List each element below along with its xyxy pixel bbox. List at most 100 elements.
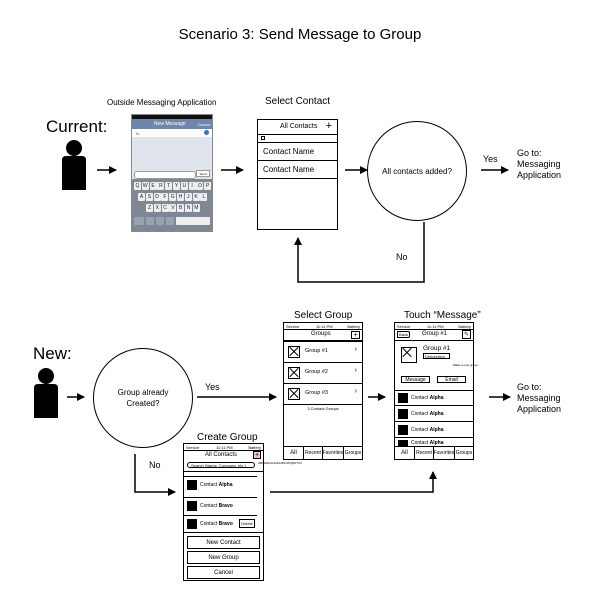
contact-name: Contact Name — [263, 147, 315, 156]
key-b[interactable]: B — [177, 204, 185, 212]
current-label: Current: — [46, 117, 108, 136]
cancel-button[interactable]: Cancel — [187, 566, 260, 579]
tab-favorites[interactable]: Favorites — [433, 447, 454, 459]
status-service: Service — [186, 445, 200, 450]
new-contact-button[interactable]: New Contact — [187, 536, 260, 549]
key-s[interactable]: S — [145, 193, 153, 201]
contact-row-3[interactable]: Contact Alpha — [395, 421, 473, 437]
contact-row-2[interactable]: Contact Bravo — [184, 497, 257, 513]
group-row-3[interactable]: Group #3 › — [284, 383, 362, 404]
contact-prefix: Contact — [411, 395, 429, 401]
phone-send-button[interactable]: Send — [196, 170, 210, 177]
divider — [284, 446, 362, 447]
email-button[interactable]: Email — [437, 376, 466, 383]
message-button[interactable]: Message — [401, 376, 430, 383]
phone-status-bar — [132, 115, 212, 119]
key-e[interactable]: E — [149, 182, 157, 190]
phone-to-field[interactable]: To: — [132, 129, 212, 137]
search-placeholder: Search (Name, Company, etc.) — [191, 463, 246, 468]
phone-message-input[interactable] — [134, 171, 196, 179]
new-group-button[interactable]: New Group — [187, 551, 260, 564]
group-row-2[interactable]: Group #2 › — [284, 362, 362, 383]
decision-all-contacts-added: All contacts added? — [367, 121, 467, 221]
tab-groups[interactable]: Groups — [454, 447, 473, 459]
tab-all[interactable]: All — [290, 450, 297, 456]
key-m[interactable]: M — [192, 204, 200, 212]
key-z[interactable]: Z — [146, 204, 153, 212]
add-group-button[interactable]: + — [351, 331, 360, 339]
key-w[interactable]: W — [141, 182, 149, 190]
key-space[interactable] — [176, 217, 210, 225]
key-r[interactable]: R — [157, 182, 165, 190]
key-u[interactable]: U — [180, 182, 188, 190]
divider — [258, 134, 337, 135]
key-h[interactable]: H — [177, 193, 184, 201]
status-battery: Battery — [458, 324, 471, 329]
yes-label: Yes — [205, 382, 220, 392]
phone-nav-bar: New Message Cancel — [132, 119, 212, 129]
contact-prefix: Contact — [200, 503, 218, 509]
contact-row-2[interactable]: Contact Name — [258, 160, 337, 179]
key-n[interactable]: N — [185, 204, 192, 212]
contact-row-1[interactable]: Contact Name — [258, 142, 337, 161]
contact-row-1[interactable]: Contact Alpha — [184, 476, 257, 492]
contact-name: Contact Name — [263, 165, 315, 174]
key-v[interactable]: V — [169, 204, 177, 212]
all-contacts-header: All Contacts — [205, 452, 238, 458]
key-c[interactable]: C — [161, 204, 169, 212]
key-g[interactable]: G — [169, 193, 177, 201]
add-contact-icon[interactable] — [204, 130, 209, 135]
key-j[interactable]: J — [184, 193, 192, 201]
group-row-1[interactable]: Group #1 › — [284, 341, 362, 362]
select-contact-screen: All Contacts + Contact Name Contact Name — [257, 119, 338, 230]
key-function[interactable] — [166, 217, 174, 225]
key-d[interactable]: D — [153, 193, 161, 201]
edit-pencil-icon[interactable]: ✎ — [462, 330, 471, 339]
tab-all[interactable]: All — [401, 450, 408, 456]
key-k[interactable]: K — [192, 193, 200, 201]
contact-label: Contact Bravo — [200, 521, 233, 527]
groups-header: Groups — [311, 331, 331, 337]
key-y[interactable]: Y — [173, 182, 180, 190]
key-f[interactable]: F — [161, 193, 169, 201]
delete-button[interactable]: Delete — [239, 519, 255, 528]
key-t[interactable]: T — [165, 182, 173, 190]
key-q[interactable]: Q — [134, 182, 141, 190]
back-button[interactable]: Back — [397, 331, 410, 338]
add-contact-plus-icon[interactable]: + — [325, 120, 332, 132]
alphabet-index[interactable]: ABCDEFGHIJKLMNOPQRSTUV — [258, 461, 303, 465]
avatar — [398, 409, 408, 419]
tab-favorites[interactable]: Favorites — [322, 447, 343, 459]
search-icon[interactable] — [261, 136, 265, 140]
contact-label: Contact Alpha — [411, 440, 444, 446]
tab-groups[interactable]: Groups — [343, 447, 362, 459]
contact-row-3[interactable]: Contact Bravo Delete — [184, 515, 257, 531]
phone-cancel[interactable]: Cancel — [197, 122, 210, 127]
contact-row-1[interactable]: Contact Alpha — [395, 390, 473, 405]
key-o[interactable]: O — [196, 182, 204, 190]
key-function[interactable] — [146, 217, 154, 225]
goto-messaging-new: Go to: Messaging Application — [517, 382, 561, 415]
group-image-icon — [288, 367, 300, 379]
key-l[interactable]: L — [200, 193, 208, 201]
key-x[interactable]: X — [153, 204, 161, 212]
add-group-button[interactable]: + — [253, 451, 261, 459]
key-i[interactable]: I — [188, 182, 196, 190]
contact-row-4[interactable]: Contact Alpha — [395, 437, 473, 447]
tab-recent[interactable]: Recent — [303, 447, 322, 459]
contact-row-2[interactable]: Contact Alpha — [395, 405, 473, 421]
key-function[interactable] — [156, 217, 164, 225]
divider — [395, 340, 473, 341]
arrow-no-create-group — [134, 454, 176, 496]
phone-caption: Outside Messaging Application — [107, 98, 217, 107]
description-field[interactable]: Description — [423, 353, 450, 359]
tab-recent[interactable]: Recent — [414, 447, 433, 459]
key-function[interactable] — [134, 217, 144, 225]
avatar — [187, 501, 197, 511]
search-input[interactable]: Search (Name, Company, etc.) — [187, 462, 255, 468]
person-icon — [62, 140, 86, 190]
key-a[interactable]: A — [138, 193, 145, 201]
new-group-note: Make a new group — [453, 363, 478, 367]
all-contacts-header: All Contacts — [280, 123, 318, 130]
key-p[interactable]: P — [204, 182, 212, 190]
